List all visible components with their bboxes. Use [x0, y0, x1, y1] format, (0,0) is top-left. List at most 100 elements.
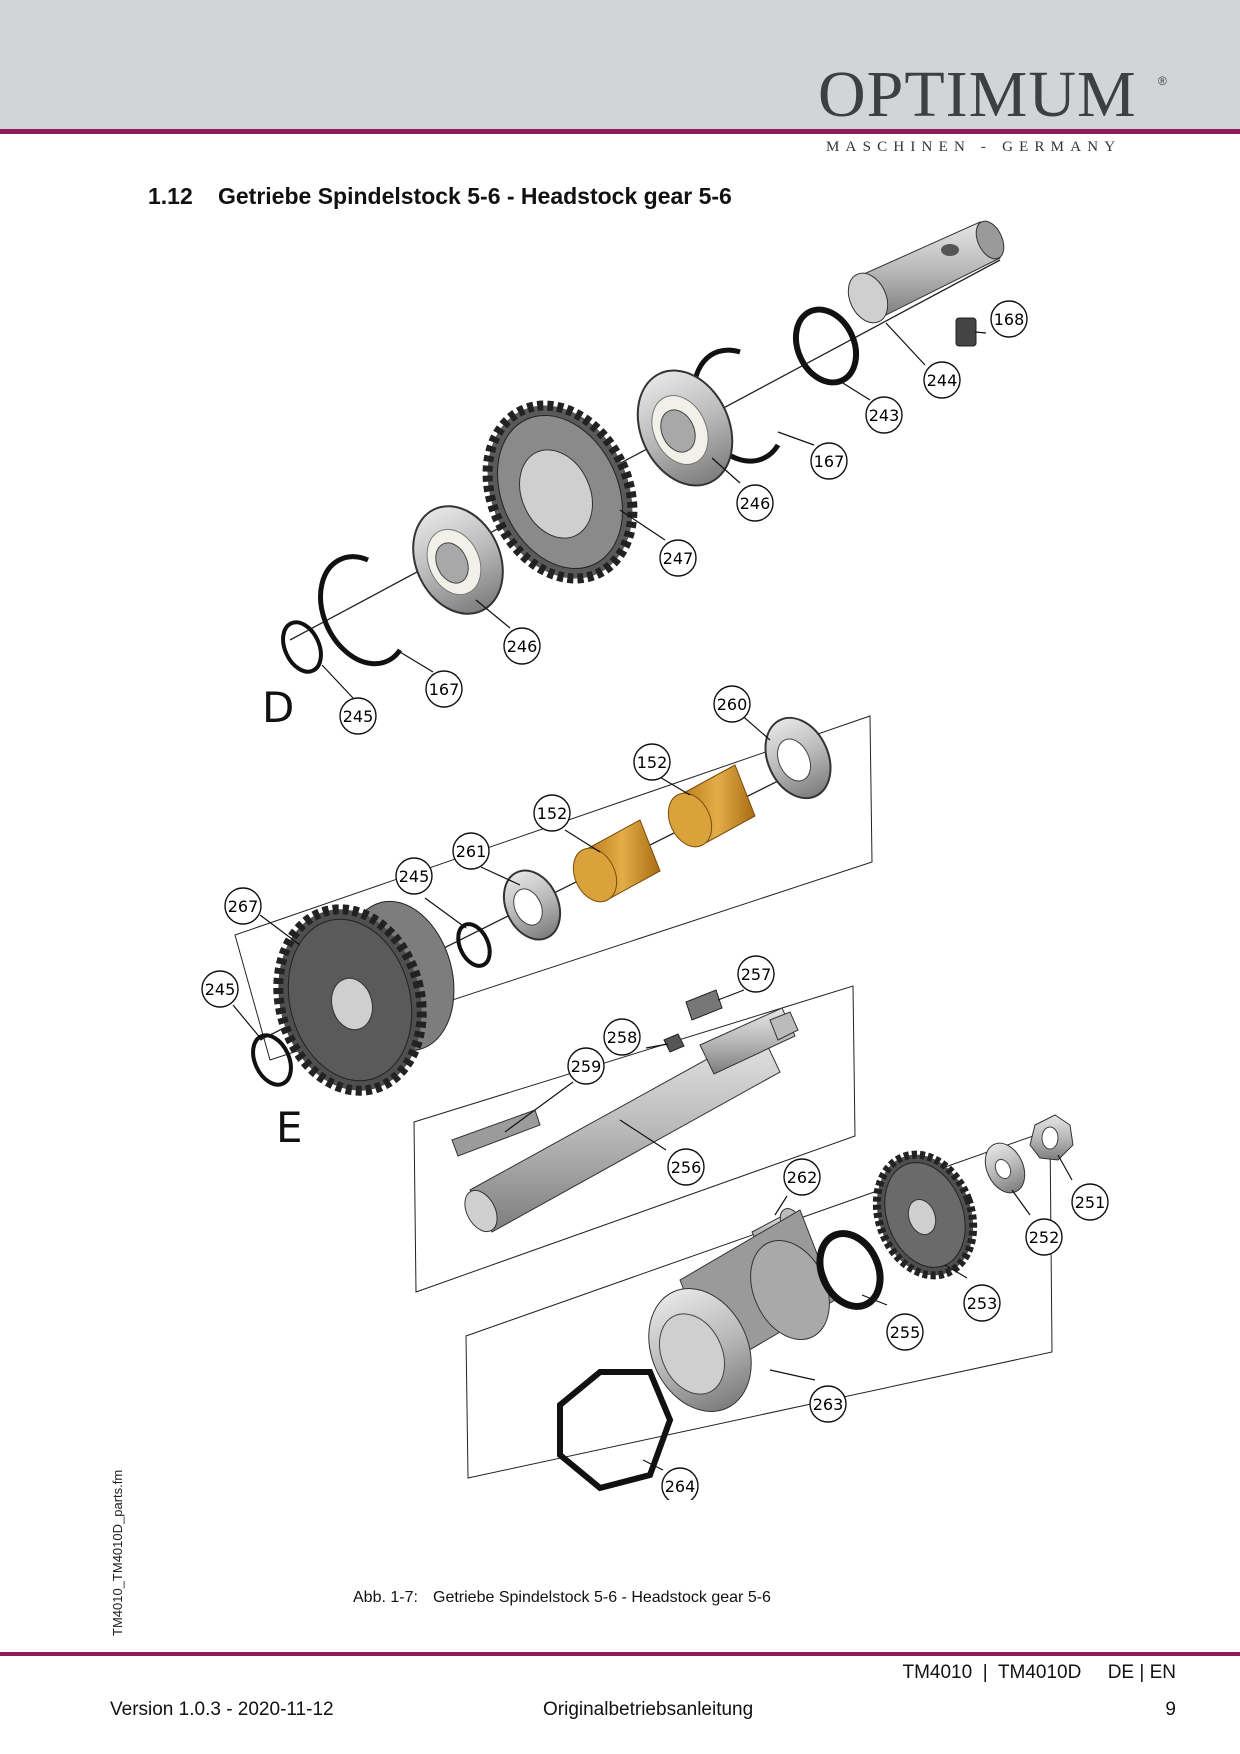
svg-text:243: 243 — [869, 406, 900, 425]
svg-text:246: 246 — [740, 494, 771, 513]
section-heading: 1.12 Getriebe Spindelstock 5-6 - Headstoc… — [148, 183, 732, 210]
callout-152: 152 — [533, 794, 571, 832]
callout-167: 167 — [425, 670, 463, 708]
axis-line-d — [289, 259, 1001, 641]
key-258 — [663, 1033, 685, 1053]
callout-260: 260 — [713, 685, 751, 723]
shaft-256 — [464, 1007, 799, 1233]
callout-264: 264 — [661, 1467, 699, 1500]
callout-246: 246 — [736, 484, 774, 522]
group-e — [234, 715, 1074, 1492]
svg-text:267: 267 — [228, 897, 259, 916]
gasket-264 — [557, 1369, 674, 1492]
callout-253: 253 — [963, 1284, 1001, 1322]
assembly-frame-upper — [234, 715, 873, 1061]
assembly-frame-lower — [465, 1129, 1053, 1479]
callout-257: 257 — [737, 955, 775, 993]
hex-nut-251 — [1029, 1114, 1074, 1161]
retaining-ring-167-lower — [318, 554, 403, 667]
svg-text:252: 252 — [1029, 1228, 1060, 1247]
figure-caption: Abb. 1-7: Getriebe Spindelstock 5-6 - Hea… — [353, 1589, 771, 1607]
svg-text:167: 167 — [429, 680, 460, 699]
gear-247 — [482, 400, 638, 584]
callout-255: 255 — [886, 1313, 924, 1351]
svg-text:152: 152 — [637, 753, 668, 772]
callout-245: 245 — [395, 857, 433, 895]
washer-261 — [502, 869, 562, 941]
svg-text:264: 264 — [665, 1477, 696, 1496]
seal-255 — [816, 1230, 884, 1310]
callout-259: 259 — [567, 1047, 605, 1085]
gear-253 — [872, 1150, 978, 1280]
sleeve-part-244 — [847, 220, 1005, 324]
bearing-246-upper — [636, 369, 734, 487]
svg-text:246: 246 — [507, 637, 538, 656]
callout-244: 244 — [923, 361, 961, 399]
svg-text:261: 261 — [456, 842, 487, 861]
washer-252 — [984, 1142, 1026, 1194]
svg-text:255: 255 — [890, 1323, 921, 1342]
svg-text:253: 253 — [967, 1294, 998, 1313]
svg-text:257: 257 — [741, 965, 772, 984]
header-band — [0, 0, 1240, 130]
callout-245: 245 — [201, 970, 239, 1008]
side-file-name: TM4010_TM4010D_parts.fm — [110, 1469, 125, 1636]
callout-167: 167 — [810, 442, 848, 480]
svg-text:259: 259 — [571, 1057, 602, 1076]
circlip-245-e-lower — [251, 1033, 293, 1087]
svg-text:245: 245 — [343, 707, 374, 726]
caption-label: Abb. 1-7: — [353, 1589, 418, 1606]
svg-text:247: 247 — [663, 549, 694, 568]
callout-152: 152 — [633, 743, 671, 781]
leader-lines — [232, 322, 1073, 1471]
callout-247: 247 — [659, 539, 697, 577]
callout-251: 251 — [1071, 1183, 1109, 1221]
footer-models: TM4010 | TM4010D DE | EN — [902, 1662, 1176, 1683]
seal-ring-243 — [792, 306, 860, 386]
callout-balloons: 168 244 243 167 246 247 246 167 245 260 … — [201, 300, 1109, 1500]
callout-262: 262 — [783, 1158, 821, 1196]
gear-267 — [273, 900, 455, 1096]
logo-text: OPTIMUM — [818, 58, 1137, 131]
section-number: 1.12 — [148, 183, 193, 209]
circlip-245-e-upper — [456, 922, 492, 968]
svg-text:167: 167 — [814, 452, 845, 471]
svg-text:260: 260 — [717, 695, 748, 714]
callout-256: 256 — [667, 1148, 705, 1186]
set-screw-168 — [955, 317, 977, 347]
callout-246: 246 — [503, 627, 541, 665]
bearing-246-lower — [412, 505, 504, 615]
bronze-bush-152-left — [572, 819, 661, 903]
housing-flange-263 — [648, 1209, 836, 1412]
svg-text:244: 244 — [927, 371, 958, 390]
assembly-frame-shaft — [413, 985, 856, 1293]
logo-registered-mark: ® — [1158, 74, 1167, 88]
callout-258: 258 — [603, 1018, 641, 1056]
callout-267: 267 — [224, 887, 262, 925]
footer-version: Version 1.0.3 - 2020-11-12 — [110, 1699, 334, 1720]
brand-logo: OPTIMUM ® — [818, 60, 1178, 130]
logo-tagline: MASCHINEN - GERMANY — [826, 139, 1122, 155]
circlip-245-d — [281, 620, 323, 674]
group-d — [281, 220, 1005, 674]
callout-243: 243 — [865, 396, 903, 434]
group-label-e: E — [276, 1103, 303, 1152]
footer-rule — [0, 1652, 1240, 1656]
exploded-parts-drawing: 168 244 243 167 246 247 246 167 245 260 … — [201, 220, 1109, 1500]
svg-text:152: 152 — [537, 804, 568, 823]
svg-text:258: 258 — [607, 1028, 638, 1047]
washer-260 — [764, 716, 832, 800]
callout-168: 168 — [990, 300, 1028, 338]
svg-text:245: 245 — [205, 980, 236, 999]
svg-text:168: 168 — [994, 310, 1025, 329]
caption-text: Getriebe Spindelstock 5-6 - Headstock ge… — [433, 1589, 771, 1606]
svg-text:262: 262 — [787, 1168, 818, 1187]
section-title: Getriebe Spindelstock 5-6 - Headstock ge… — [218, 183, 732, 209]
callout-252: 252 — [1025, 1218, 1063, 1256]
key-257 — [685, 989, 723, 1021]
svg-text:251: 251 — [1075, 1193, 1106, 1212]
bronze-bush-152-right — [667, 764, 756, 848]
svg-text:256: 256 — [671, 1158, 702, 1177]
header-rule — [0, 129, 1240, 134]
footer-page-number: 9 — [1165, 1699, 1176, 1720]
